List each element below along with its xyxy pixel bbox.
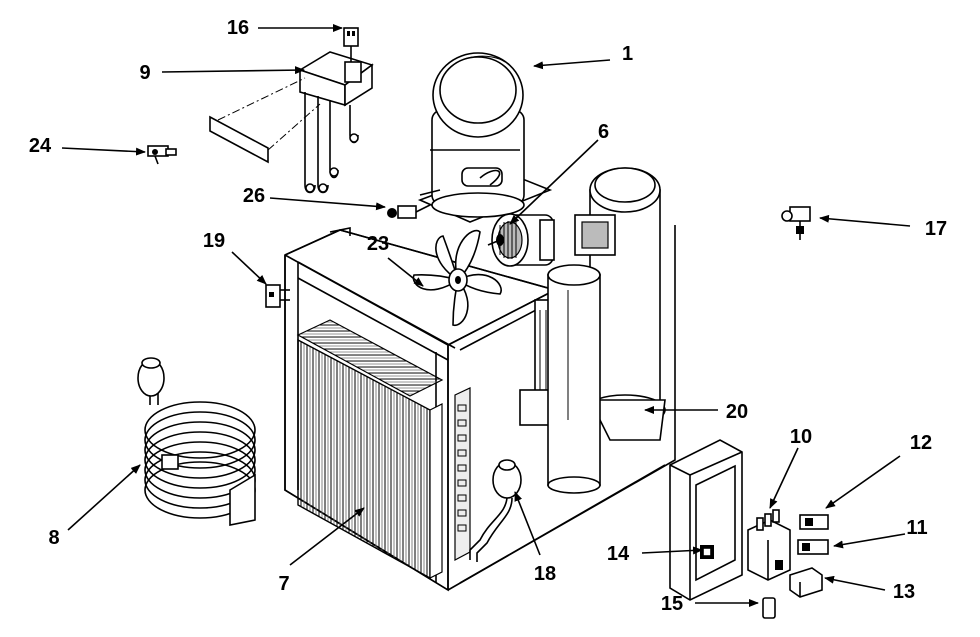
fan-blade	[412, 229, 502, 326]
fan-motor	[487, 213, 555, 267]
relay-12	[799, 514, 829, 530]
callout-11: 11	[906, 517, 927, 539]
callout-9: 9	[139, 62, 150, 84]
callout-10: 10	[790, 426, 812, 448]
condenser-coil	[296, 319, 471, 580]
contactor	[747, 509, 791, 581]
callout-24: 24	[29, 135, 52, 157]
callout-18: 18	[534, 563, 556, 585]
control-box	[669, 439, 743, 601]
fuse-15	[762, 597, 776, 619]
callout-16: 16	[227, 17, 249, 39]
coil-assembly	[137, 357, 256, 526]
relay-11	[797, 539, 829, 555]
callout-26: 26	[243, 185, 265, 207]
callout-12: 12	[910, 432, 932, 454]
callout-labels: 1 6 7 8 9 10 11 12 13 14 15 16 17 18 19 …	[29, 17, 947, 615]
leader-arrows	[61, 24, 911, 607]
switch-26	[387, 204, 431, 219]
callout-17: 17	[925, 218, 947, 240]
callout-14: 14	[607, 543, 630, 565]
bin-thermostat	[209, 51, 374, 194]
callout-20: 20	[726, 401, 748, 423]
water-valve-17	[781, 206, 811, 240]
callout-13: 13	[893, 581, 915, 603]
capacitor-13	[789, 567, 823, 598]
valve-24	[147, 145, 177, 165]
compressor	[417, 52, 553, 223]
callout-1: 1	[622, 43, 633, 65]
callout-8: 8	[48, 527, 59, 549]
callout-15: 15	[661, 593, 683, 615]
callout-6: 6	[598, 121, 609, 143]
thermostat-clip	[343, 27, 359, 62]
callout-23: 23	[367, 233, 389, 255]
bracket-19	[265, 284, 290, 308]
callout-19: 19	[203, 230, 225, 252]
filter-dryer	[469, 459, 522, 562]
water-reservoir-tube	[547, 264, 601, 494]
callout-7: 7	[278, 573, 289, 595]
